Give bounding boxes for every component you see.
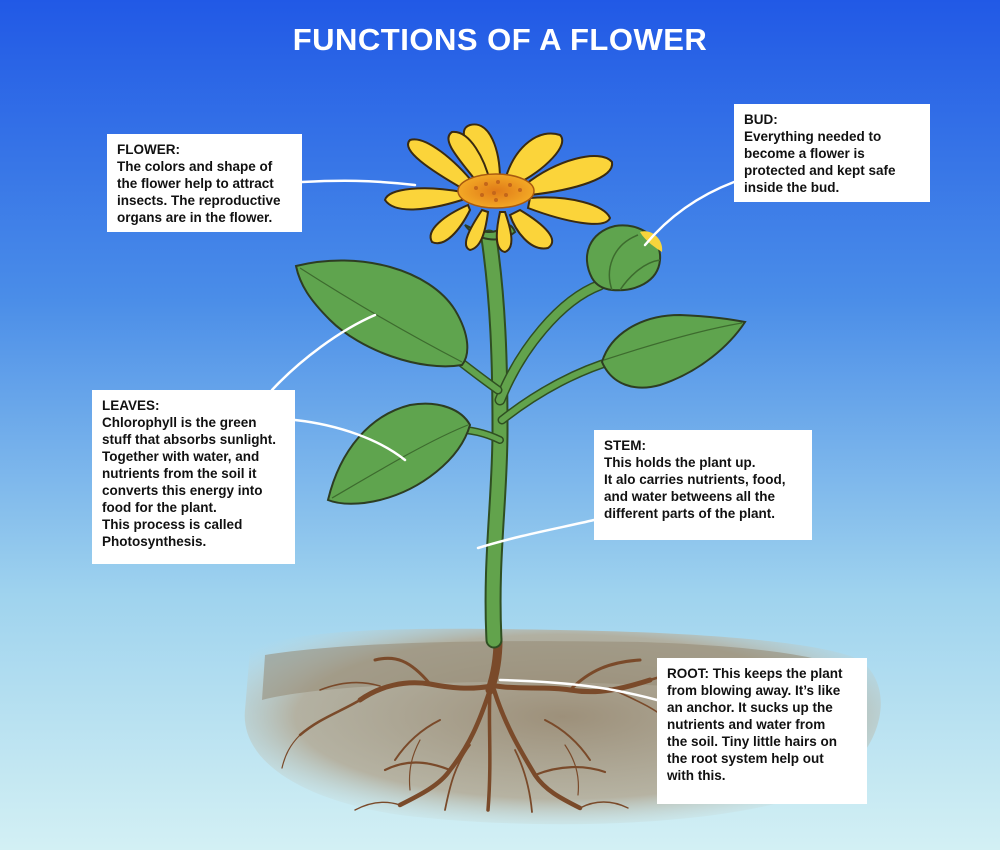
petal xyxy=(526,196,612,225)
callout-line: This holds the plant up. xyxy=(604,455,756,470)
connector-flower xyxy=(300,179,417,187)
callout-leaves: LEAVES: Chlorophyll is the green stuff t… xyxy=(92,390,295,564)
callout-line: LEAVES: xyxy=(102,398,160,413)
callout-line: This process is called xyxy=(102,517,243,532)
petal xyxy=(447,130,492,188)
bud xyxy=(586,224,663,292)
callout-line: Together with water, and xyxy=(102,449,260,464)
callout-line: Photosynthesis. xyxy=(102,534,207,549)
callout-line: Chlorophyll is the green xyxy=(102,415,257,430)
callout-flower: FLOWER: The colors and shape of the flow… xyxy=(107,134,302,232)
petal xyxy=(503,132,564,187)
petal xyxy=(508,208,554,250)
callout-line: from blowing away. It’s like xyxy=(667,683,841,698)
callout-line: Everything needed to xyxy=(744,129,882,144)
callout-line: The colors and shape of xyxy=(117,159,273,174)
callout-line: nutrients and water from xyxy=(667,717,826,732)
flower-center xyxy=(457,173,535,209)
connector-leaves-upper xyxy=(270,313,377,392)
callout-line: different parts of the plant. xyxy=(604,506,776,521)
callout-line: ROOT: This keeps the plant xyxy=(667,666,843,681)
petal xyxy=(429,203,472,245)
callout-line: food for the plant. xyxy=(102,500,217,515)
callout-line: protected and kept safe xyxy=(744,163,896,178)
callout-line: organs are in the flower. xyxy=(117,210,273,225)
callout-line: with this. xyxy=(667,768,726,783)
petal xyxy=(407,138,477,192)
callout-line: the root system help out xyxy=(667,751,824,766)
callout-connectors xyxy=(270,179,736,702)
callout-bud: BUD: Everything needed to become a flowe… xyxy=(734,104,930,202)
callout-line: an anchor. It sucks up the xyxy=(667,700,833,715)
callout-line: It alo carries nutrients, food, xyxy=(604,472,786,487)
flower-head xyxy=(383,123,614,254)
callout-line: the soil. Tiny little hairs on xyxy=(667,734,838,749)
connector-root xyxy=(498,678,659,702)
leaf-right xyxy=(600,313,747,389)
leaf-upper-left xyxy=(294,259,469,368)
leaf-lower-left xyxy=(326,402,472,505)
connector-stem xyxy=(476,518,596,550)
callout-stem: STEM: This holds the plant up. It alo ca… xyxy=(594,430,812,540)
callout-line: nutrients from the soil it xyxy=(102,466,257,481)
callout-line: insects. The reproductive xyxy=(117,193,281,208)
petal xyxy=(495,211,513,254)
callout-line: converts this energy into xyxy=(102,483,263,498)
diagram-title: FUNCTIONS OF A FLOWER xyxy=(292,22,708,57)
callout-line: the flower help to attract xyxy=(117,176,274,191)
connector-leaves-lower xyxy=(293,418,407,462)
callout-line: and water betweens all the xyxy=(604,489,776,504)
callout-line: inside the bud. xyxy=(744,180,840,195)
callout-line: STEM: xyxy=(604,438,646,453)
callout-root: ROOT: This keeps the plant from blowing … xyxy=(657,658,867,804)
callout-line: become a flower is xyxy=(744,146,865,161)
callout-line: FLOWER: xyxy=(117,142,180,157)
callout-line: BUD: xyxy=(744,112,778,127)
petal xyxy=(523,155,614,197)
root-system xyxy=(281,635,751,813)
connector-bud xyxy=(643,180,736,247)
petal xyxy=(383,187,463,211)
petal xyxy=(464,208,490,252)
callout-line: stuff that absorbs sunlight. xyxy=(102,432,276,447)
